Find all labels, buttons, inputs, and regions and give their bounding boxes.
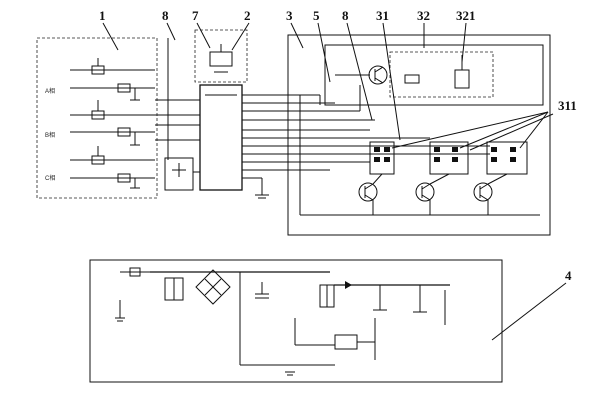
block-32-relay [389,51,494,98]
opto-group-1 [369,141,395,175]
isolator-chip [164,157,194,191]
leader-lines [102,22,567,341]
mcu-output-bus [242,74,540,216]
phase-b-label: B相 [45,131,55,139]
label-32: 32 [417,8,430,23]
label-7: 7 [192,8,199,23]
transistor-top [368,65,388,85]
label-8a: 8 [162,8,169,23]
label-1: 1 [99,8,106,23]
label-31: 31 [376,8,389,23]
driver-transistors [358,173,508,215]
phase-a-chain [70,58,155,101]
label-3: 3 [286,8,293,23]
phase-b-chain [70,100,155,146]
block-4-power-supply [89,259,503,383]
input-signal-wires [155,38,200,173]
label-4: 4 [565,268,572,283]
label-311: 311 [558,98,577,113]
block-3-output-driver [287,34,551,236]
label-8b: 8 [342,8,349,23]
bridge-rectifier [195,269,231,305]
phase-c-chain [70,146,155,189]
relay-321 [454,69,470,89]
phase-c-label: C相 [45,174,55,182]
block-1-input-sensing: A相 B相 C相 [36,37,158,199]
label-321: 321 [456,8,476,23]
label-2: 2 [244,8,251,23]
block-7-regulator [194,29,248,83]
feedback-optocoupler [334,334,358,350]
phase-a-label: A相 [45,87,55,95]
label-5: 5 [313,8,320,23]
mcu-chip [199,84,243,191]
ground-symbol-mcu [242,177,269,199]
